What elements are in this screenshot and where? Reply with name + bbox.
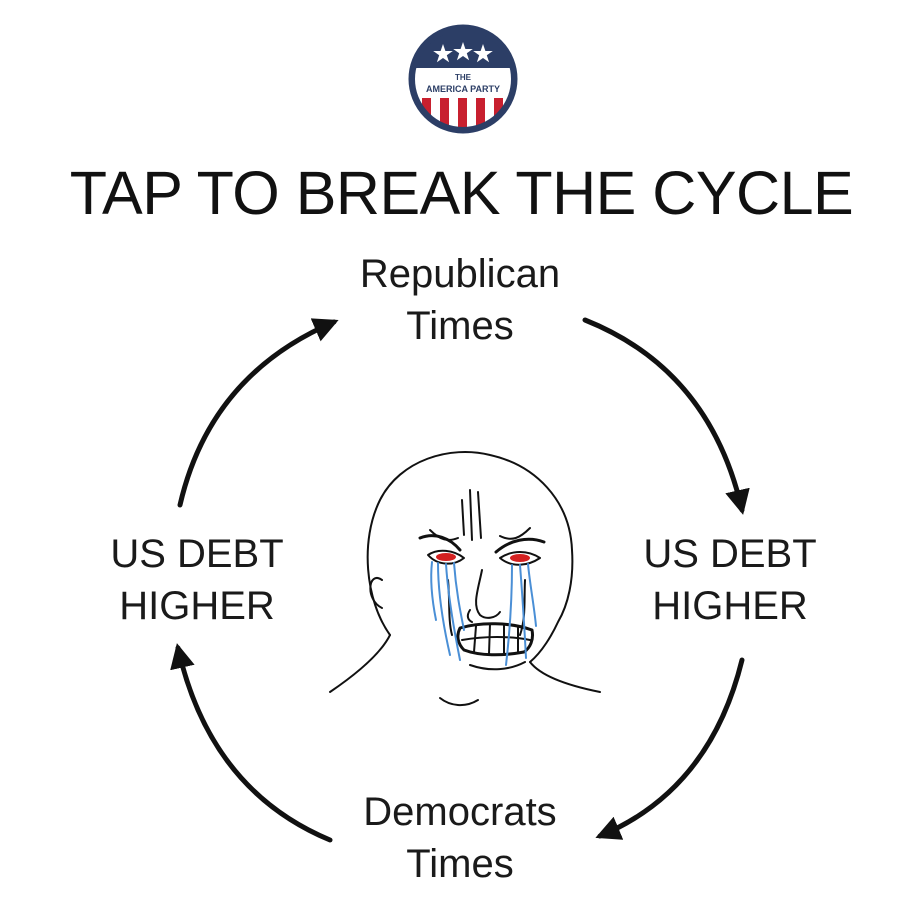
- arrow-left-to-top: [177, 318, 339, 508]
- node-bottom-line2: Times: [406, 842, 514, 886]
- node-left-line1: US DEBT: [110, 532, 284, 576]
- node-us-debt-higher-right[interactable]: US DEBT HIGHER: [595, 528, 865, 632]
- logo-line1: THE: [455, 73, 472, 82]
- star-icon: [433, 42, 493, 63]
- logo-line2: AMERICA PARTY: [426, 84, 500, 94]
- arrow-right-to-bottom: [595, 657, 745, 840]
- node-bottom-line1: Democrats: [363, 790, 557, 834]
- node-left-line2: HIGHER: [119, 584, 275, 628]
- node-democrats-times[interactable]: Democrats Times: [310, 786, 610, 890]
- node-republican-times[interactable]: Republican Times: [310, 248, 610, 352]
- node-us-debt-higher-left[interactable]: US DEBT HIGHER: [62, 528, 332, 632]
- page-title[interactable]: TAP TO BREAK THE CYCLE: [69, 159, 854, 227]
- arrow-bottom-to-left: [170, 643, 333, 843]
- red-eye-right: [510, 554, 530, 562]
- tears-icon: [430, 561, 537, 666]
- node-right-line2: HIGHER: [652, 584, 808, 628]
- america-party-logo[interactable]: THE AMERICA PARTY: [408, 24, 518, 134]
- node-top-line1: Republican: [359, 252, 561, 296]
- red-eye-left: [436, 553, 456, 561]
- crying-wojak-face: [329, 451, 601, 706]
- arrow-top-to-right: [582, 317, 750, 515]
- node-right-line1: US DEBT: [643, 532, 817, 576]
- node-top-line2: Times: [406, 304, 514, 348]
